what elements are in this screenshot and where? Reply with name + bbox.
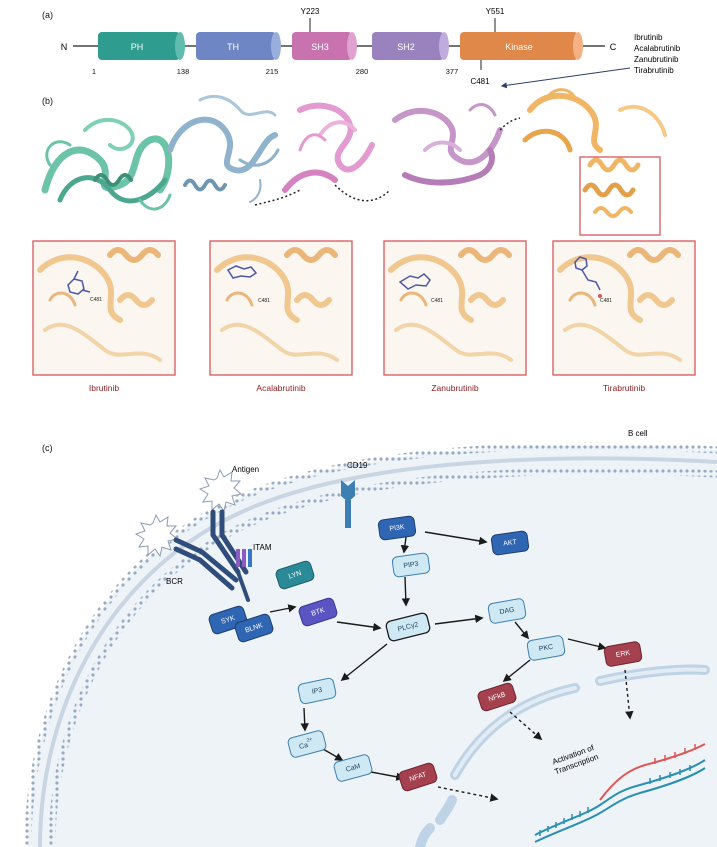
caption-zanubrutinib: Zanubrutinib — [431, 383, 479, 393]
site-y551-label: Y551 — [486, 7, 505, 16]
node-nfat: NFAT — [398, 762, 438, 792]
caption-tirabrutinib: Tirabrutinib — [603, 383, 645, 393]
node-plcg2-label: PLCγ2 — [397, 621, 419, 633]
itam-label: ITAM — [253, 543, 272, 552]
node-lyn-label: LYN — [288, 570, 303, 581]
node-pi3k: PI3K — [377, 515, 417, 541]
node-dag-label: DAG — [499, 607, 515, 617]
domain-kinase-label: Kinase — [505, 42, 533, 52]
c481-label-zanubrutinib: C481 — [431, 298, 443, 304]
sh3-structure-image — [282, 102, 375, 193]
linker-sh3-sh2 — [334, 184, 391, 202]
panel-c: (c) B cell — [24, 429, 717, 847]
panel-a-letter: (a) — [42, 10, 53, 20]
zoom-box-zanubrutinib: C481 — [383, 240, 527, 376]
cell-membrane — [24, 442, 717, 847]
caption-ibrutinib: Ibrutinib — [89, 383, 120, 393]
c-terminus-label: C — [610, 42, 617, 52]
node-erk: ERK — [603, 641, 643, 667]
zoom-box-ibrutinib: C481 — [32, 240, 176, 376]
node-ca: Ca2+ — [287, 730, 327, 758]
node-pkc: PKC — [526, 635, 566, 661]
node-ip3-label: IP3 — [311, 687, 323, 696]
domain-sh3: SH3 — [292, 32, 357, 60]
bcr-label: BCR — [166, 577, 183, 586]
nucleus-envelope-inner — [453, 667, 707, 777]
domain-ph-label: PH — [131, 42, 144, 52]
inhibitor-arrow — [500, 67, 631, 89]
node-syk-label: SYK — [220, 615, 236, 626]
node-dag: DAG — [487, 598, 527, 624]
node-btk-label: BTK — [311, 607, 326, 618]
domain-sh3-label: SH3 — [311, 42, 329, 52]
svg-text:Ca2+: Ca2+ — [297, 737, 314, 751]
domain-th: TH — [196, 32, 281, 60]
linker-sh2-kinase — [499, 117, 521, 131]
inhibitor-ibrutinib: Ibrutinib — [634, 33, 663, 42]
th-structure-image — [167, 94, 280, 203]
itam-motif — [236, 549, 252, 567]
pathway-arrows — [269, 529, 607, 781]
domain-th-label: TH — [227, 42, 239, 52]
residue-215: 215 — [266, 67, 279, 76]
domain-sh2-label: SH2 — [397, 42, 415, 52]
node-nfkb: NFkB — [477, 682, 517, 712]
node-pi3k-label: PI3K — [389, 524, 405, 533]
node-erk-label: ERK — [615, 650, 631, 659]
node-akt: AKT — [490, 530, 530, 556]
residue-1: 1 — [92, 67, 96, 76]
domain-sh2: SH2 — [372, 32, 449, 60]
c481-label-tirabrutinib: C481 — [600, 298, 612, 304]
residue-377: 377 — [446, 67, 459, 76]
antigen-icon-1 — [198, 468, 243, 513]
residue-138: 138 — [177, 67, 190, 76]
ph-structure-image — [41, 117, 173, 211]
n-terminus-label: N — [61, 42, 68, 52]
transcription-arrows — [437, 669, 634, 802]
c481-label-ibrutinib: C481 — [90, 297, 102, 303]
caption-acalabrutinib: Acalabrutinib — [256, 383, 305, 393]
zoom-box-acalabrutinib: C481 — [209, 240, 353, 376]
inhibitor-acalabrutinib: Acalabrutinib — [634, 44, 681, 53]
dna-helix — [534, 743, 706, 843]
kinase-structure-image — [522, 88, 667, 218]
inhibitor-tirabrutinib: Tirabrutinib — [634, 66, 674, 75]
domain-kinase: Kinase — [460, 32, 583, 60]
node-pip3: PIP3 — [391, 552, 431, 578]
node-btk: BTK — [298, 597, 338, 627]
antigen-label: Antigen — [232, 465, 259, 474]
c481-label-acalabrutinib: C481 — [258, 298, 270, 304]
sh2-structure-image — [392, 103, 503, 186]
antigen-icon-2 — [134, 513, 179, 558]
panel-a: (a) N C PH TH SH3 SH2 Kinase — [42, 7, 681, 89]
inhibitor-zanubrutinib: Zanubrutinib — [634, 55, 679, 64]
site-c481-label: C481 — [470, 77, 490, 86]
node-akt-label: AKT — [503, 539, 518, 548]
cd19-label: CD19 — [347, 461, 368, 470]
b-cell-label: B cell — [628, 429, 648, 438]
panel-b-letter: (b) — [42, 96, 53, 106]
node-ip3: IP3 — [297, 677, 337, 705]
node-plcg2: PLCγ2 — [385, 612, 431, 642]
site-y223-label: Y223 — [301, 7, 320, 16]
node-pip3-label: PIP3 — [403, 561, 419, 570]
linker-th-sh3 — [254, 189, 301, 206]
residue-280: 280 — [356, 67, 369, 76]
panel-c-letter: (c) — [42, 443, 53, 453]
node-cam: CaM — [333, 754, 373, 782]
zoom-box-tirabrutinib: C481 — [552, 240, 696, 376]
node-lyn: LYN — [275, 560, 315, 590]
kinase-zoom-frame — [579, 156, 661, 236]
node-ca-label: Ca — [298, 742, 309, 751]
node-ca-superscript: 2+ — [306, 737, 313, 744]
cd19-receptor — [341, 480, 355, 528]
node-pkc-label: PKC — [538, 644, 553, 653]
domain-ph: PH — [98, 32, 185, 60]
node-cam-label: CaM — [345, 763, 361, 774]
panel-b: (b) — [32, 88, 696, 393]
node-blnk: BLNK — [234, 613, 274, 643]
